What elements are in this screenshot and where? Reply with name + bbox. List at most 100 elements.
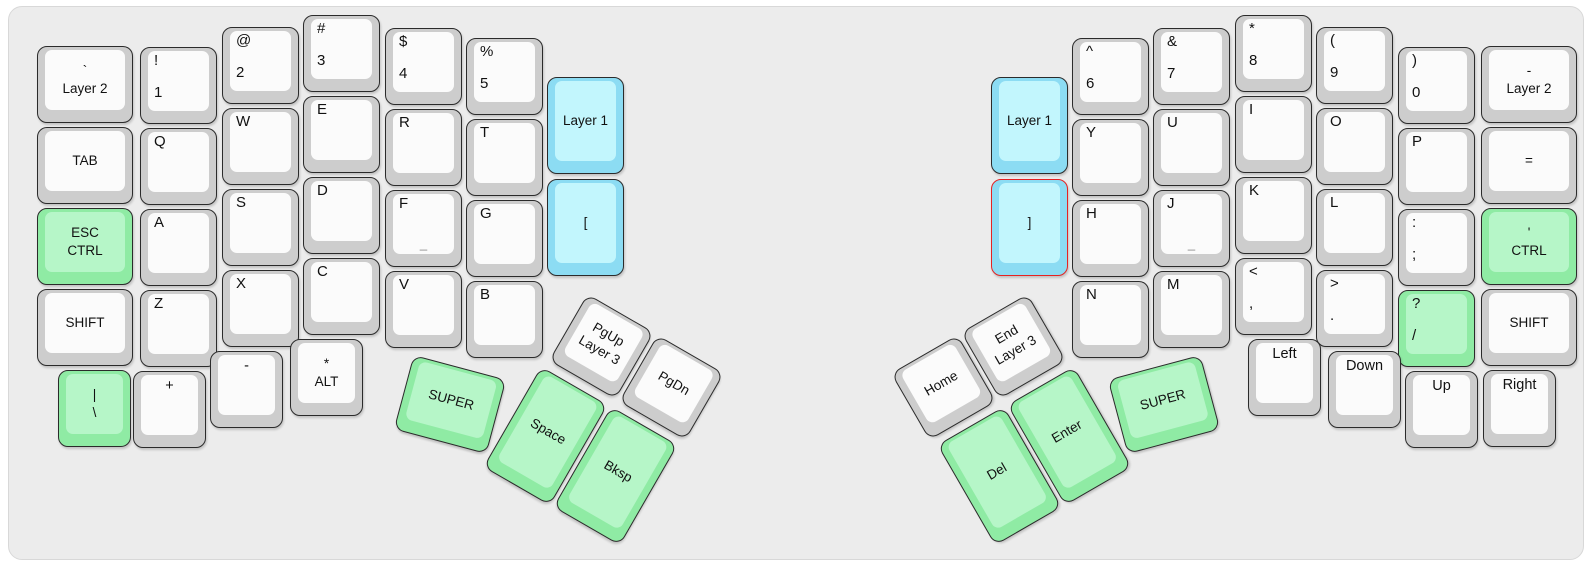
- keytop-n: N: [1080, 285, 1141, 345]
- key-g[interactable]: G: [466, 200, 543, 277]
- key-x[interactable]: X: [222, 270, 299, 347]
- key-s[interactable]: S: [222, 189, 299, 266]
- keytop-9: (9: [1324, 31, 1385, 91]
- key-less-comma[interactable]: <,: [1235, 258, 1312, 335]
- key-plus[interactable]: +: [133, 371, 206, 448]
- key-label: E: [317, 101, 328, 118]
- key-label: :: [1412, 214, 1417, 231]
- key-layer2-right[interactable]: -Layer 2: [1481, 46, 1577, 123]
- key-9[interactable]: (9: [1316, 27, 1393, 104]
- key-pipe-backslash[interactable]: |\: [58, 370, 131, 447]
- key-2[interactable]: @2: [222, 27, 299, 104]
- key-w[interactable]: W: [222, 108, 299, 185]
- key-f[interactable]: F_: [385, 190, 462, 267]
- key-i[interactable]: I: [1235, 96, 1312, 173]
- key-arrow-up[interactable]: Up: [1405, 371, 1478, 448]
- keytop-l: L: [1324, 193, 1385, 253]
- key-label: K: [1249, 182, 1260, 199]
- key-3[interactable]: #3: [303, 15, 380, 92]
- key-question-slash[interactable]: ?/: [1398, 290, 1475, 367]
- key-arrow-down[interactable]: Down: [1328, 351, 1401, 428]
- key-label: 3: [317, 52, 326, 69]
- key-r[interactable]: R: [385, 109, 462, 186]
- key-label: Del: [984, 460, 1010, 484]
- key-label: Layer 1: [562, 112, 609, 128]
- keytop-pgdn: PgDn: [632, 342, 716, 425]
- key-minus[interactable]: -: [210, 351, 283, 428]
- key-label: B: [480, 286, 491, 303]
- keytop-v: V: [393, 275, 454, 335]
- key-layer1-left[interactable]: Layer 1: [547, 77, 624, 174]
- keytop-k: K: [1243, 181, 1304, 241]
- key-label: ]: [1027, 214, 1032, 230]
- key-arrow-right[interactable]: Right: [1483, 370, 1556, 447]
- key-super-right[interactable]: SUPER: [1107, 354, 1221, 455]
- key-y[interactable]: Y: [1072, 119, 1149, 196]
- keytop-f: F_: [393, 194, 454, 254]
- key-j[interactable]: J_: [1153, 190, 1230, 267]
- key-b[interactable]: B: [466, 281, 543, 358]
- key-a[interactable]: A: [140, 209, 217, 286]
- key-z[interactable]: Z: [140, 290, 217, 367]
- key-left-bracket[interactable]: [: [547, 179, 624, 276]
- key-6[interactable]: ^6: [1072, 38, 1149, 115]
- key-label: Z: [154, 295, 164, 312]
- keytop-plus: +: [141, 375, 198, 435]
- key-label: ': [1527, 224, 1531, 240]
- key-star-alt[interactable]: *ALT: [290, 339, 363, 416]
- key-h[interactable]: H: [1072, 200, 1149, 277]
- key-quote-ctrl[interactable]: 'CTRL: [1481, 208, 1577, 285]
- key-5[interactable]: %5: [466, 38, 543, 115]
- key-equals[interactable]: =: [1481, 127, 1577, 204]
- key-arrow-left[interactable]: Left: [1248, 339, 1321, 416]
- key-1[interactable]: !1: [140, 47, 217, 124]
- key-m[interactable]: M: [1153, 271, 1230, 348]
- key-label: TAB: [72, 152, 98, 168]
- key-right-bracket[interactable]: ]: [991, 179, 1068, 276]
- key-colon-semicolon[interactable]: :;: [1398, 209, 1475, 286]
- key-greater-period[interactable]: >.: [1316, 270, 1393, 347]
- key-layer1-right[interactable]: Layer 1: [991, 77, 1068, 174]
- key-u[interactable]: U: [1153, 109, 1230, 186]
- keytop-super-right: SUPER: [1116, 360, 1210, 440]
- key-super-left[interactable]: SUPER: [393, 354, 507, 455]
- key-label: M: [1167, 276, 1180, 293]
- key-c[interactable]: C: [303, 258, 380, 335]
- key-l[interactable]: L: [1316, 189, 1393, 266]
- key-layer2-left[interactable]: `Layer 2: [37, 46, 133, 123]
- key-n[interactable]: N: [1072, 281, 1149, 358]
- key-o[interactable]: O: [1316, 108, 1393, 185]
- key-v[interactable]: V: [385, 271, 462, 348]
- key-tab[interactable]: TAB: [37, 127, 133, 204]
- key-e[interactable]: E: [303, 96, 380, 173]
- key-0[interactable]: )0: [1398, 47, 1475, 124]
- key-d[interactable]: D: [303, 177, 380, 254]
- homing-bar-mark: _: [1187, 236, 1196, 251]
- key-label: A: [154, 214, 165, 231]
- key-4[interactable]: $4: [385, 28, 462, 105]
- key-p[interactable]: P: [1398, 128, 1475, 205]
- keytop-layer1-right: Layer 1: [999, 81, 1060, 161]
- keytop-question-slash: ?/: [1406, 294, 1467, 354]
- keytop-7: &7: [1161, 32, 1222, 92]
- key-label: -: [1526, 62, 1532, 78]
- keytop-quote-ctrl: 'CTRL: [1489, 212, 1569, 272]
- key-label: ,: [1249, 295, 1254, 312]
- key-shift-right[interactable]: SHIFT: [1481, 289, 1577, 366]
- key-label: Q: [154, 133, 166, 150]
- keytop-p: P: [1406, 132, 1467, 192]
- key-label: 0: [1412, 84, 1421, 101]
- key-label: V: [399, 276, 410, 293]
- key-shift-left[interactable]: SHIFT: [37, 289, 133, 366]
- key-label: /: [1412, 327, 1417, 344]
- key-k[interactable]: K: [1235, 177, 1312, 254]
- keytop-layer1-left: Layer 1: [555, 81, 616, 161]
- key-label: H: [1086, 205, 1097, 222]
- key-label: >: [1330, 275, 1339, 292]
- key-label: 2: [236, 64, 245, 81]
- key-t[interactable]: T: [466, 119, 543, 196]
- key-8[interactable]: *8: [1235, 15, 1312, 92]
- key-7[interactable]: &7: [1153, 28, 1230, 105]
- key-q[interactable]: Q: [140, 128, 217, 205]
